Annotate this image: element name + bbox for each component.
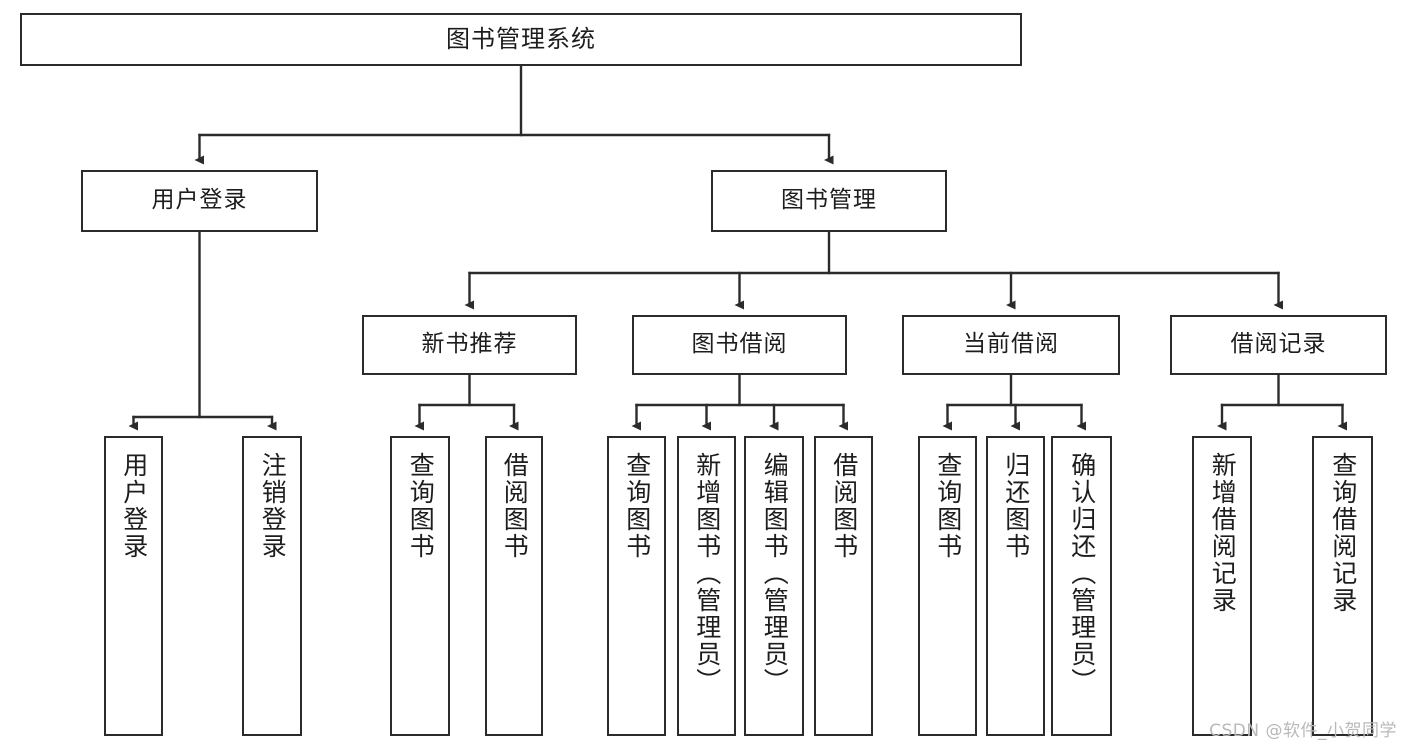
node-leaf-borrow-book-rec[interactable]: 借阅图书: [485, 436, 543, 736]
node-leaf-borrow-book-label: 借阅图书: [829, 452, 859, 560]
node-leaf-add-book[interactable]: 新增图书（管理员）: [677, 436, 736, 736]
node-book-manage[interactable]: 图书管理: [711, 170, 947, 232]
node-leaf-logout-label: 注销登录: [258, 452, 288, 560]
node-leaf-query-book-rec[interactable]: 查询图书: [390, 436, 450, 736]
node-leaf-add-record[interactable]: 新增借阅记录: [1192, 436, 1252, 736]
node-leaf-edit-book[interactable]: 编辑图书（管理员）: [744, 436, 804, 736]
node-leaf-return-book[interactable]: 归还图书: [986, 436, 1045, 736]
node-leaf-user-login[interactable]: 用户登录: [104, 436, 163, 736]
node-borrow-record-label: 借阅记录: [1230, 331, 1327, 358]
node-book-borrow-label: 图书借阅: [691, 331, 788, 358]
node-leaf-add-record-label: 新增借阅记录: [1208, 452, 1238, 614]
node-leaf-confirm-return[interactable]: 确认归还（管理员）: [1051, 436, 1112, 736]
node-leaf-return-book-label: 归还图书: [1001, 452, 1031, 560]
node-leaf-edit-book-label: 编辑图书（管理员）: [760, 452, 790, 695]
node-leaf-borrow-book-rec-label: 借阅图书: [500, 452, 530, 560]
node-user-login-label: 用户登录: [151, 187, 248, 214]
node-book-manage-label: 图书管理: [781, 187, 877, 214]
node-leaf-query-book-borrow[interactable]: 查询图书: [607, 436, 666, 736]
node-current-borrow-label: 当前借阅: [963, 331, 1059, 358]
watermark-text: CSDN @软件_小贺同学: [1209, 721, 1397, 741]
node-leaf-query-book-cur-label: 查询图书: [933, 452, 963, 560]
node-leaf-borrow-book[interactable]: 借阅图书: [814, 436, 873, 736]
node-leaf-query-book-rec-label: 查询图书: [406, 452, 436, 560]
node-current-borrow[interactable]: 当前借阅: [902, 315, 1120, 375]
node-leaf-query-book-borrow-label: 查询图书: [622, 452, 652, 560]
node-leaf-add-book-label: 新增图书（管理员）: [692, 452, 722, 695]
node-root[interactable]: 图书管理系统: [20, 13, 1022, 66]
node-leaf-user-login-label: 用户登录: [119, 452, 149, 560]
node-user-login[interactable]: 用户登录: [81, 170, 318, 232]
node-root-label: 图书管理系统: [446, 25, 596, 54]
node-leaf-query-record-label: 查询借阅记录: [1328, 452, 1358, 614]
node-new-book-rec-label: 新书推荐: [421, 331, 518, 358]
node-new-book-rec[interactable]: 新书推荐: [362, 315, 577, 375]
node-leaf-confirm-return-label: 确认归还（管理员）: [1067, 452, 1097, 695]
node-leaf-logout[interactable]: 注销登录: [242, 436, 302, 736]
node-leaf-query-record[interactable]: 查询借阅记录: [1312, 436, 1373, 736]
node-book-borrow[interactable]: 图书借阅: [632, 315, 847, 375]
node-borrow-record[interactable]: 借阅记录: [1170, 315, 1387, 375]
node-leaf-query-book-cur[interactable]: 查询图书: [918, 436, 977, 736]
